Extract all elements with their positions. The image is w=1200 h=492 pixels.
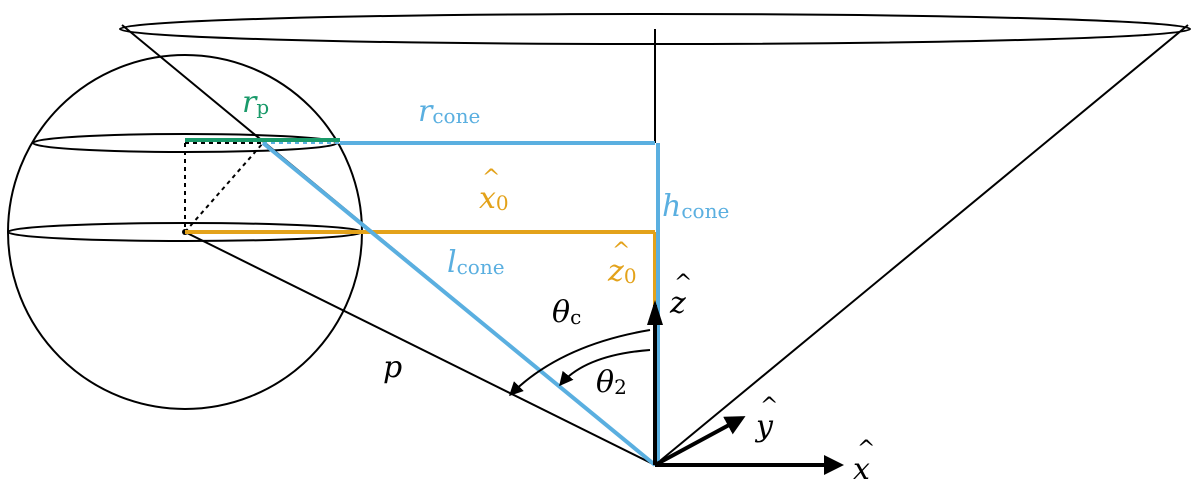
label-l-cone-sub: cone: [457, 255, 505, 279]
blue-lines: [261, 141, 660, 467]
label-y-axis-text: y: [754, 409, 774, 444]
cone-right-edge: [654, 24, 1189, 466]
dashed-diagonal: [184, 142, 264, 233]
label-z0: ^ z0: [607, 239, 637, 289]
p-line: [184, 231, 656, 466]
label-x-axis-text: x: [853, 452, 870, 487]
label-z0-text: z0: [607, 254, 637, 289]
label-theta-c-main: θ: [552, 295, 570, 330]
dashed-construction: [184, 142, 340, 233]
label-x-axis-hat: ^: [857, 437, 875, 462]
label-z-axis-text: z: [669, 286, 686, 321]
label-theta-c: θc: [552, 295, 581, 330]
label-theta-2-sub: 2: [614, 375, 627, 399]
label-p: p: [383, 350, 402, 385]
y-axis-arrow: [654, 416, 746, 467]
label-r-cone-main: r: [418, 94, 434, 129]
theta-2-arc: [559, 349, 651, 387]
label-x0-text: x0: [479, 181, 509, 216]
label-theta-2-main: θ: [596, 365, 614, 400]
label-r-p: rp: [242, 85, 269, 120]
label-z-axis-hat: ^: [674, 271, 692, 296]
label-z0-sub: 0: [624, 264, 637, 288]
label-x0-hat: ^: [482, 166, 500, 191]
label-x-axis: ^ x: [853, 437, 875, 487]
label-theta-c-sub: c: [570, 305, 581, 329]
label-r-p-main: r: [242, 85, 258, 120]
label-z0-main: z: [607, 254, 624, 289]
label-h-cone-main: h: [662, 189, 681, 224]
label-y-axis: ^ y: [754, 394, 778, 444]
label-h-cone: hcone: [662, 189, 729, 224]
label-r-p-sub: p: [256, 95, 269, 119]
label-l-cone: lcone: [447, 245, 505, 280]
label-z0-hat: ^: [612, 239, 630, 264]
label-r-cone: rcone: [418, 94, 480, 129]
axes: [653, 305, 844, 475]
label-h-cone-sub: cone: [681, 199, 729, 223]
label-x0-main: x: [479, 181, 496, 216]
z-axis-arrowhead: [647, 300, 663, 325]
label-z-axis: ^ z: [669, 271, 692, 321]
l-cone-line: [261, 141, 657, 467]
label-r-cone-sub: cone: [432, 104, 480, 128]
label-x0: ^ x0: [479, 166, 509, 216]
label-x0-sub: 0: [496, 191, 509, 215]
theta-c-arc: [509, 329, 651, 396]
label-y-axis-hat: ^: [760, 394, 778, 419]
label-theta-2: θ2: [596, 365, 627, 400]
label-l-cone-main: l: [447, 245, 457, 280]
